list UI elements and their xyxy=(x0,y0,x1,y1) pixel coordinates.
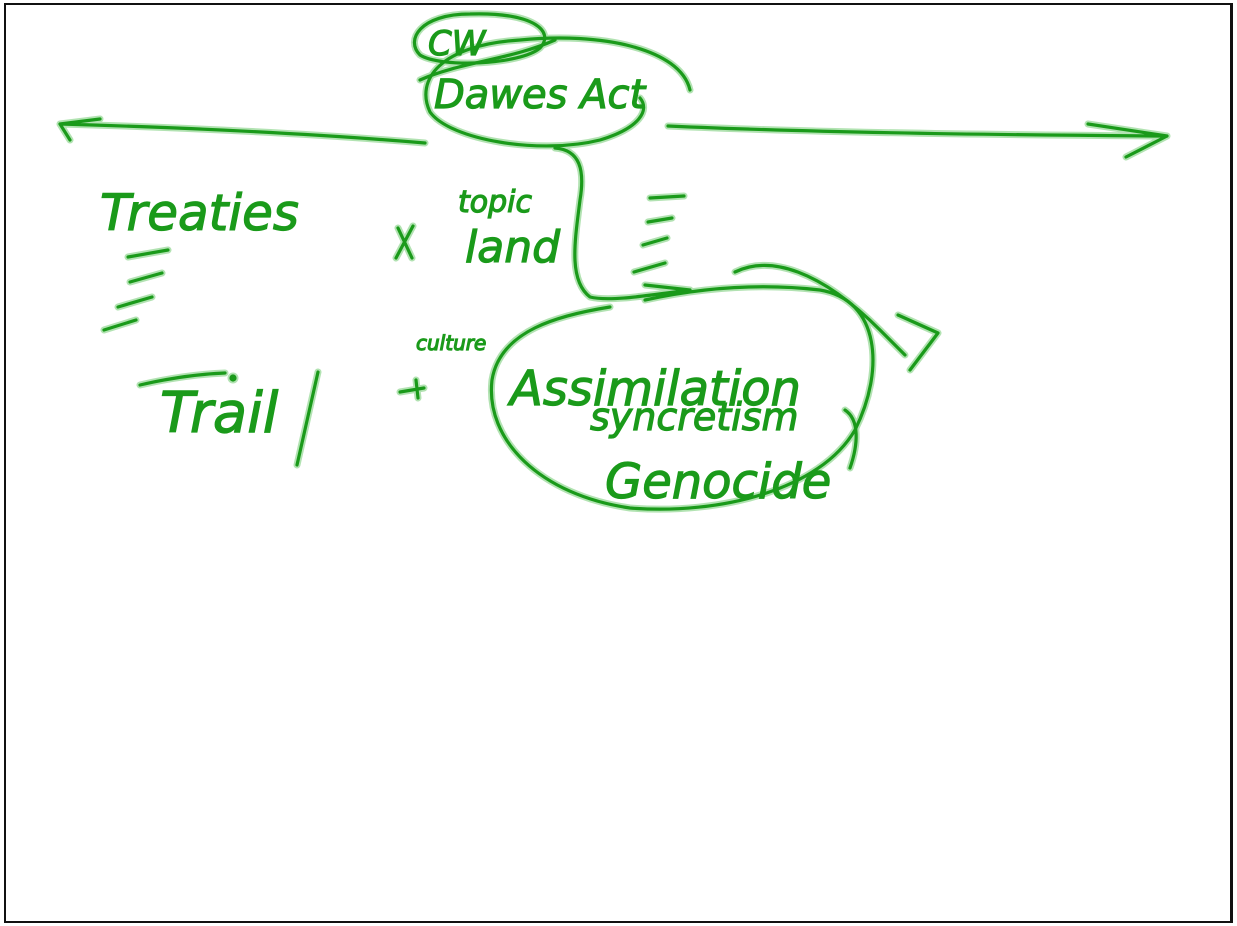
land-label: land xyxy=(465,222,561,273)
treaties-hatch-marks xyxy=(102,248,170,332)
syncretism-label: syncretism xyxy=(590,395,799,439)
trail-label: Trail xyxy=(160,381,279,446)
assimilation-label: Assimilation xyxy=(507,361,801,417)
assimilation-oval xyxy=(489,285,875,511)
genocide-label: Genocide xyxy=(605,454,831,510)
genocide-tail xyxy=(843,408,858,470)
whiteboard-canvas[interactable] xyxy=(4,3,1233,923)
ink-dot xyxy=(229,374,237,382)
cw-label: CW xyxy=(428,24,487,64)
strike-line xyxy=(418,38,557,82)
treaties-label: Treaties xyxy=(100,184,299,242)
small-arrow-mark xyxy=(398,378,426,400)
topic-label: topic xyxy=(458,185,532,220)
culture-label: culture xyxy=(416,331,486,355)
x-mark xyxy=(394,224,415,260)
timeline-right-arrow xyxy=(666,122,1169,159)
dawes-act-label: Dawes Act xyxy=(434,72,647,118)
dawes-act-oval xyxy=(424,36,692,148)
assimilation-right-arrow xyxy=(733,263,940,372)
dawes-to-assimilation-connector xyxy=(553,146,692,301)
timeline-left-arrow xyxy=(58,117,427,145)
land-hatch-marks xyxy=(632,194,686,274)
trail-stroke xyxy=(138,370,320,467)
